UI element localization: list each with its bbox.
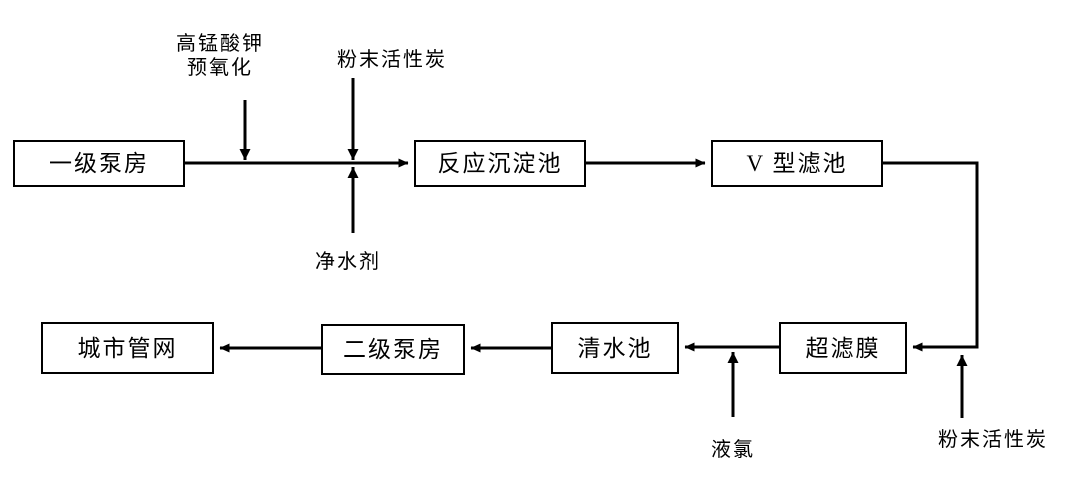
node-label-reaction-settling-tank: 反应沉淀池 (437, 151, 563, 176)
node-ultrafiltration-membrane[interactable]: 超滤膜 (779, 322, 907, 374)
node-city-pipe-network[interactable]: 城市管网 (41, 322, 214, 374)
connector-vfilter-to-ultrafiltration (883, 161, 979, 352)
node-v-type-filter[interactable]: V 型滤池 (711, 140, 883, 187)
label-water-purifying-agent: 净水剂 (315, 251, 381, 273)
node-label-primary-pump-house: 一级泵房 (49, 151, 149, 176)
node-primary-pump-house[interactable]: 一级泵房 (13, 140, 185, 187)
node-label-ultrafiltration-membrane: 超滤膜 (805, 335, 881, 361)
node-reaction-settling-tank[interactable]: 反应沉淀池 (414, 140, 586, 187)
node-label-v-type-filter: V 型滤池 (746, 151, 848, 176)
node-label-secondary-pump-house: 二级泵房 (343, 337, 443, 362)
label-potassium-permanganate-preoxidation: 高锰酸钾预氧化 (176, 33, 264, 80)
label-powdered-activated-carbon-top: 粉末活性炭 (337, 49, 447, 71)
node-label-city-pipe-network: 城市管网 (77, 335, 178, 361)
node-label-clear-water-tank: 清水池 (577, 335, 653, 361)
label-liquid-chlorine: 液氯 (711, 439, 755, 461)
label-powdered-activated-carbon-bottom: 粉末活性炭 (938, 429, 1048, 451)
node-clear-water-tank[interactable]: 清水池 (551, 322, 679, 374)
node-secondary-pump-house[interactable]: 二级泵房 (321, 324, 465, 375)
